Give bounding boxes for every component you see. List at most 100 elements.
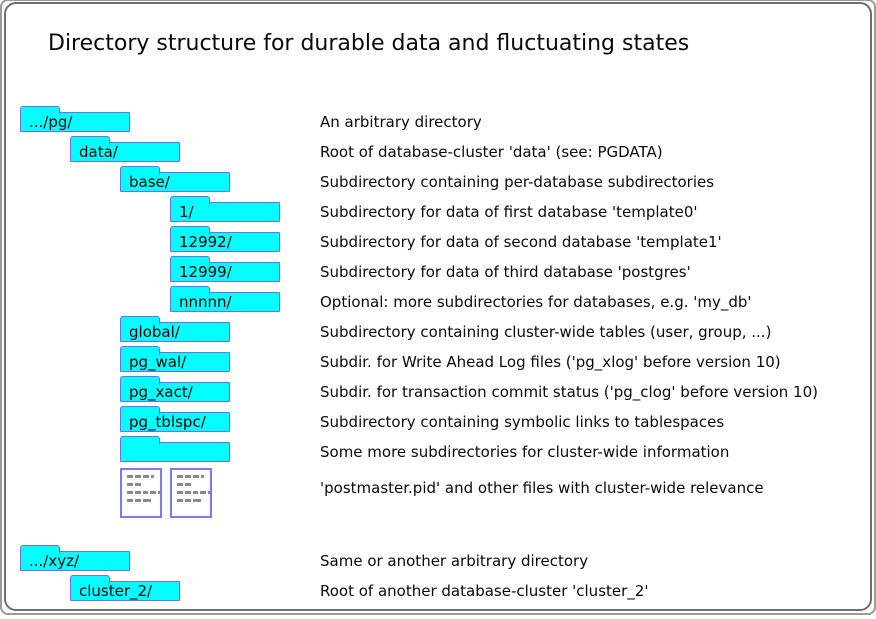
file-text-lines [177, 499, 210, 502]
folder-icon-cluster-2: cluster_2/ [70, 575, 180, 601]
folder-body: .../pg/ [20, 112, 130, 132]
folder-body: 12992/ [170, 232, 280, 252]
text-line-dash [184, 491, 191, 494]
folder-icon-pg-tblspc: pg_tblspc/ [120, 406, 230, 432]
text-line-dash [201, 475, 204, 478]
folder-icon-pg-xact: pg_xact/ [120, 376, 230, 402]
text-line-dash [193, 475, 199, 478]
folder-body: pg_tblspc/ [120, 412, 230, 432]
row-description: Root of another database-cluster 'cluste… [320, 582, 649, 600]
folder-label: .../xyz/ [29, 552, 80, 570]
page-title: Directory structure for durable data and… [48, 31, 690, 56]
folder-label: cluster_2/ [79, 582, 153, 600]
text-line-dash [177, 491, 183, 494]
text-line-dash [135, 483, 141, 486]
text-line-dash [185, 483, 191, 486]
text-line-dash [158, 491, 160, 494]
text-line-dash [127, 483, 133, 486]
file-icon [170, 468, 212, 518]
row-description: Some more subdirectories for cluster-wid… [320, 443, 730, 461]
folder-icon-global: global/ [120, 316, 230, 342]
text-line-dash [142, 491, 149, 494]
folder-tab [120, 166, 160, 175]
folder-icon-nnnnn: nnnnn/ [170, 286, 280, 312]
folder-tab [120, 316, 160, 325]
folder-icon-1: 1/ [170, 196, 280, 222]
text-line-dash [208, 491, 210, 494]
text-line-dash [193, 499, 201, 502]
folder-tab [170, 226, 210, 235]
folder-tab [20, 545, 60, 554]
folder-body: global/ [120, 322, 230, 342]
row-description: Subdir. for transaction commit status ('… [320, 383, 818, 401]
folder-tab [170, 286, 210, 295]
folder-tab [70, 136, 110, 145]
text-line-dash [185, 499, 191, 502]
folder-label: base/ [129, 173, 170, 191]
folder-tab [120, 346, 160, 355]
file-text-lines [127, 483, 160, 486]
folder-icon-data: data/ [70, 136, 180, 162]
row-description: An arbitrary directory [320, 113, 482, 131]
folder-tab [120, 436, 160, 445]
folder-body: pg_wal/ [120, 352, 230, 372]
file-text-lines [177, 491, 210, 494]
folder-label: pg_xact/ [129, 383, 193, 401]
folder-body: cluster_2/ [70, 581, 180, 601]
folder-label: 1/ [179, 203, 194, 221]
folder-label: global/ [129, 323, 180, 341]
row-description: Subdir. for Write Ahead Log files ('pg_x… [320, 353, 781, 371]
file-text-lines [127, 499, 160, 502]
folder-tab [120, 376, 160, 385]
folder-tab [20, 106, 60, 115]
folder-tab [70, 575, 110, 584]
folder-body: 1/ [170, 202, 280, 222]
text-line-dash [135, 499, 141, 502]
row-description: Subdirectory containing cluster-wide tab… [320, 323, 772, 341]
folder-icon-base: base/ [120, 166, 230, 192]
folder-body: pg_xact/ [120, 382, 230, 402]
folder-icon-pg-wal: pg_wal/ [120, 346, 230, 372]
row-description: 'postmaster.pid' and other files with cl… [320, 479, 764, 497]
text-line-dash [143, 475, 149, 478]
text-line-dash [200, 491, 207, 494]
row-description: Optional: more subdirectories for databa… [320, 293, 752, 311]
file-text-lines [127, 475, 160, 478]
file-text-lines [177, 475, 210, 478]
file-text-lines [177, 483, 210, 486]
folder-label: nnnnn/ [179, 293, 232, 311]
folder-tab [170, 256, 210, 265]
row-description: Subdirectory containing symbolic links t… [320, 413, 725, 431]
folder-body: data/ [70, 142, 180, 162]
folder-tab [170, 196, 210, 205]
row-description: Same or another arbitrary directory [320, 552, 589, 570]
folder-body: .../xyz/ [20, 551, 130, 571]
text-line-dash [151, 475, 154, 478]
text-line-dash [135, 475, 141, 478]
folder-label: 12992/ [179, 233, 232, 251]
text-line-dash [177, 483, 183, 486]
row-description: Subdirectory for data of first database … [320, 203, 698, 221]
folder-icon-xyz: .../xyz/ [20, 545, 130, 571]
folder-tab [120, 406, 160, 415]
text-line-dash [143, 499, 151, 502]
text-line-dash [177, 475, 183, 478]
folder-body: 12999/ [170, 262, 280, 282]
text-line-dash [150, 491, 157, 494]
folder-icon-12992: 12992/ [170, 226, 280, 252]
folder-label: pg_wal/ [129, 353, 187, 371]
text-line-dash [127, 475, 133, 478]
text-line-dash [134, 491, 141, 494]
folder-label: data/ [79, 143, 118, 161]
text-line-dash [127, 491, 133, 494]
folder-body: base/ [120, 172, 230, 192]
folder-icon-12999: 12999/ [170, 256, 280, 282]
folder-label: .../pg/ [29, 113, 73, 131]
row-description: Subdirectory for data of second database… [320, 233, 722, 251]
folder-body [120, 442, 230, 462]
text-line-dash [192, 491, 199, 494]
folder-body: nnnnn/ [170, 292, 280, 312]
text-line-dash [177, 499, 183, 502]
row-description: Root of database-cluster 'data' (see: PG… [320, 143, 663, 161]
